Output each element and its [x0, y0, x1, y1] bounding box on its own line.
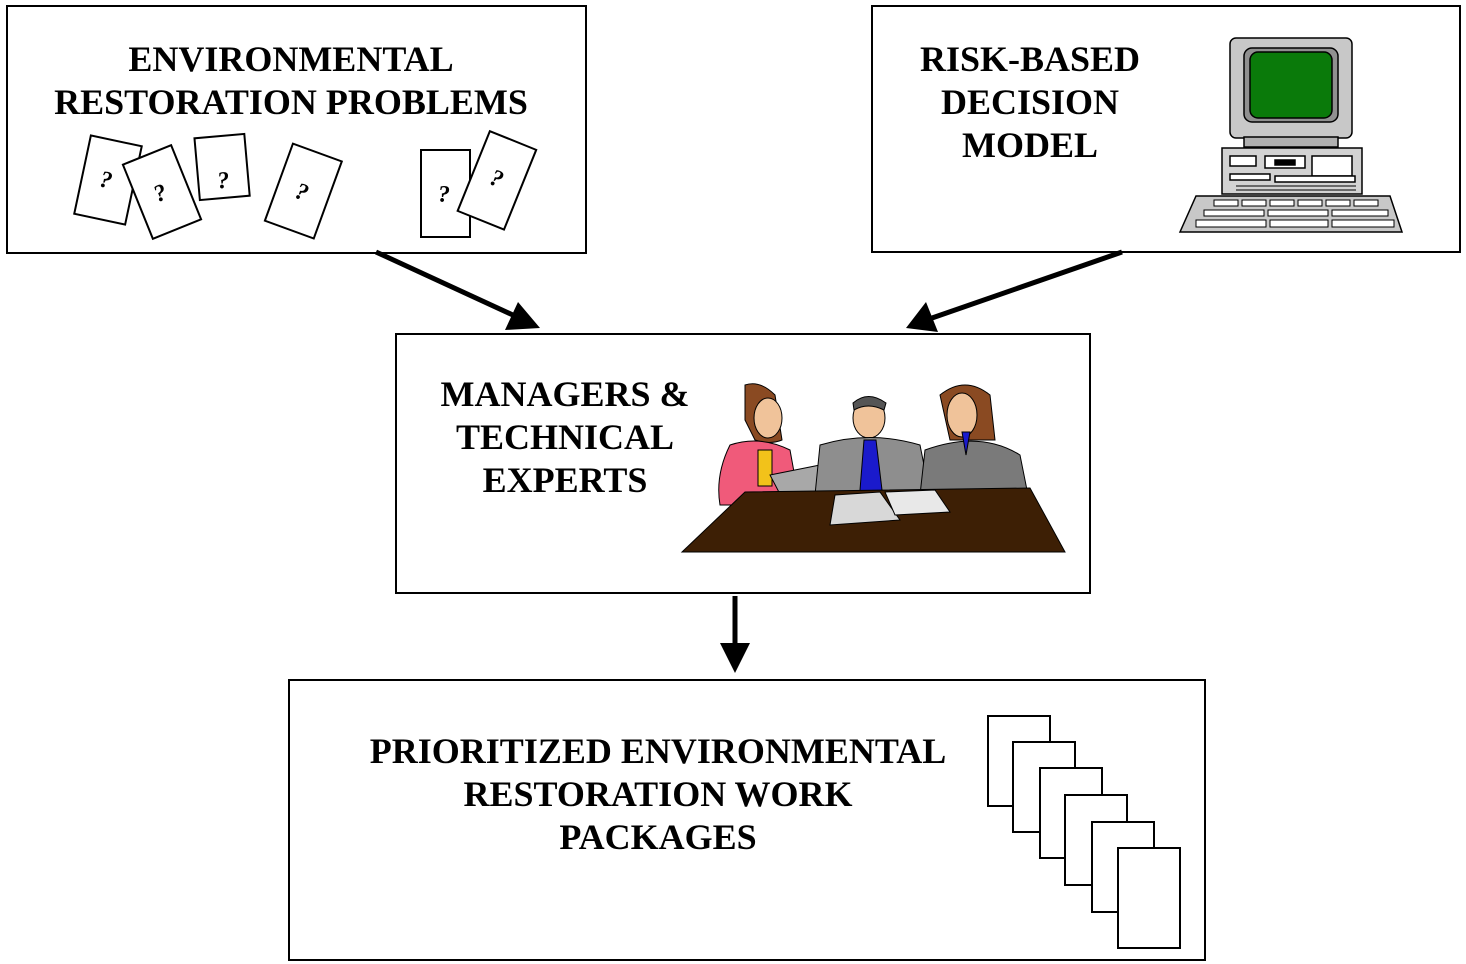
- meeting-people-icon: [680, 383, 1066, 553]
- managers-technical-experts-label: MANAGERS & TECHNICAL EXPERTS: [420, 373, 710, 503]
- question-mark: ?: [216, 167, 230, 194]
- env-label-line1: ENVIRONMENTAL: [128, 39, 454, 79]
- env-label-line2: RESTORATION PROBLEMS: [54, 82, 528, 123]
- mgr-label-line2: TECHNICAL: [455, 417, 675, 458]
- question-mark: ?: [438, 182, 450, 208]
- prio-label-line1: PRIORITIZED ENVIRONMENTAL: [369, 731, 947, 771]
- mgr-label-line1: MANAGERS &: [440, 374, 690, 414]
- risk-based-decision-model-label: RISK-BASED DECISION MODEL: [905, 38, 1155, 168]
- arrow-model-to-managers: [906, 249, 1123, 332]
- prioritized-work-packages-label: PRIORITIZED ENVIRONMENTAL RESTORATION WO…: [338, 730, 978, 860]
- risk-label-line1: RISK-BASED: [919, 39, 1141, 79]
- question-mark: ?: [97, 167, 114, 195]
- prio-label-line2: RESTORATION WORK: [463, 774, 853, 815]
- stacked-documents-icon: [987, 715, 1181, 949]
- arrow-managers-to-packages: [720, 596, 750, 673]
- risk-label-line3: MODEL: [961, 125, 1098, 166]
- environmental-restoration-problems-label: ENVIRONMENTAL RESTORATION PROBLEMS: [36, 38, 546, 124]
- mgr-label-line3: EXPERTS: [482, 460, 648, 501]
- desktop-computer-icon: [1178, 37, 1404, 233]
- risk-label-line2: DECISION: [940, 82, 1120, 123]
- arrow-problems-to-managers: [374, 249, 540, 330]
- question-cards-icon: ? ? ? ? ? ?: [73, 129, 538, 241]
- prio-label-line3: PACKAGES: [559, 817, 757, 858]
